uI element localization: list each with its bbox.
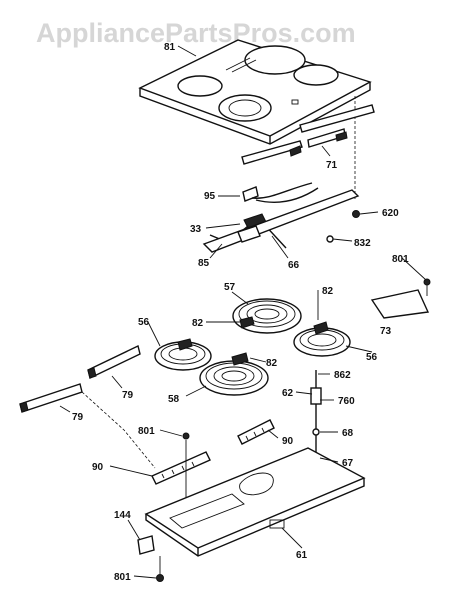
label-68: 68 [342, 428, 354, 439]
label-71: 71 [326, 160, 338, 171]
label-90-b: 90 [92, 462, 104, 473]
clip-144[interactable] [127, 519, 155, 555]
label-82-b: 82 [192, 318, 204, 329]
bottom-pan[interactable] [144, 447, 366, 557]
leader-lines [59, 45, 427, 579]
rear-trim-rail[interactable] [241, 104, 375, 165]
label-82-c: 82 [266, 358, 278, 369]
label-67: 67 [342, 458, 354, 469]
part-labels: 81 71 95 620 33 832 85 66 801 57 82 56 8… [72, 42, 409, 583]
label-90-a: 90 [282, 436, 294, 447]
label-801-c: 801 [114, 572, 131, 583]
label-832: 832 [354, 238, 371, 249]
label-760: 760 [338, 396, 355, 407]
label-82-a: 82 [322, 286, 334, 297]
label-95: 95 [204, 191, 216, 202]
trim-strip-upper[interactable] [87, 344, 141, 380]
label-73: 73 [380, 326, 392, 337]
cooktop-glass-top[interactable] [138, 39, 372, 145]
label-81: 81 [164, 42, 176, 53]
screw-620[interactable] [352, 210, 379, 218]
surface-element-large-rear[interactable] [232, 298, 302, 334]
trim-strip-lower[interactable] [19, 383, 83, 413]
label-66: 66 [288, 260, 300, 271]
label-56-a: 56 [138, 317, 150, 328]
terminal-block-lower[interactable] [151, 451, 211, 485]
label-79-a: 79 [122, 390, 134, 401]
label-801-b: 801 [138, 426, 155, 437]
label-33: 33 [190, 224, 202, 235]
surface-element-right[interactable] [293, 321, 351, 357]
surface-element-left[interactable] [154, 338, 212, 371]
label-56-b: 56 [366, 352, 378, 363]
label-801-a: 801 [392, 254, 409, 265]
label-57: 57 [224, 282, 236, 293]
label-61: 61 [296, 550, 308, 561]
locator-line [81, 391, 156, 469]
screw-801-mid[interactable] [182, 432, 190, 500]
burner-mounting-bracket[interactable] [202, 189, 360, 253]
surface-element-front[interactable] [199, 352, 269, 396]
side-bracket[interactable] [370, 278, 431, 319]
label-144: 144 [114, 510, 131, 521]
label-62: 62 [282, 388, 294, 399]
label-58: 58 [168, 394, 180, 405]
watermark-text: AppliancePartsPros.com [36, 18, 356, 48]
label-85: 85 [198, 258, 210, 269]
terminal-block-upper[interactable] [237, 419, 275, 445]
label-862: 862 [334, 370, 351, 381]
label-79-b: 79 [72, 412, 84, 423]
screw-801-bottom[interactable] [156, 556, 164, 582]
label-620: 620 [382, 208, 399, 219]
